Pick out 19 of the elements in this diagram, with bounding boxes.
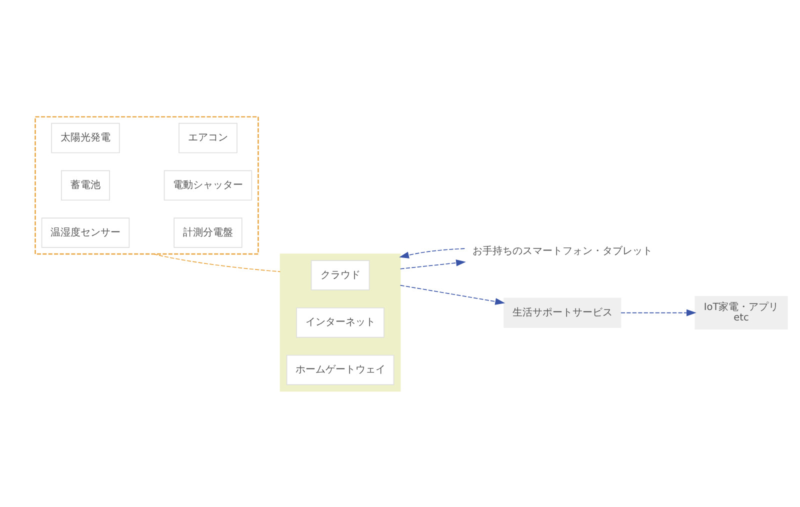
node-box: エアコン bbox=[178, 122, 238, 153]
node-box: インターネット bbox=[296, 307, 384, 338]
cluster bbox=[280, 253, 401, 392]
node-text: お手持ちのスマートフォン・タブレット bbox=[472, 246, 652, 257]
arrow bbox=[620, 308, 696, 316]
node-box: 電動シャッター bbox=[164, 170, 252, 200]
connector bbox=[152, 253, 281, 272]
arrow bbox=[400, 258, 466, 269]
node-box: 生活サポートサービス bbox=[504, 297, 622, 328]
node-box: 太陽光発電 bbox=[51, 122, 120, 153]
arrow bbox=[399, 248, 466, 258]
node-box: ホームゲートウェイ bbox=[286, 354, 394, 385]
node-box: 計測分電盤 bbox=[174, 217, 242, 248]
arrow bbox=[400, 284, 506, 304]
node-box: 蓄電池 bbox=[60, 170, 110, 200]
node-box: 温湿度センサー bbox=[41, 217, 130, 248]
node-box: IoT家電・アプリ etc bbox=[694, 296, 788, 330]
node-box: クラウド bbox=[310, 260, 370, 290]
cluster bbox=[34, 116, 259, 254]
